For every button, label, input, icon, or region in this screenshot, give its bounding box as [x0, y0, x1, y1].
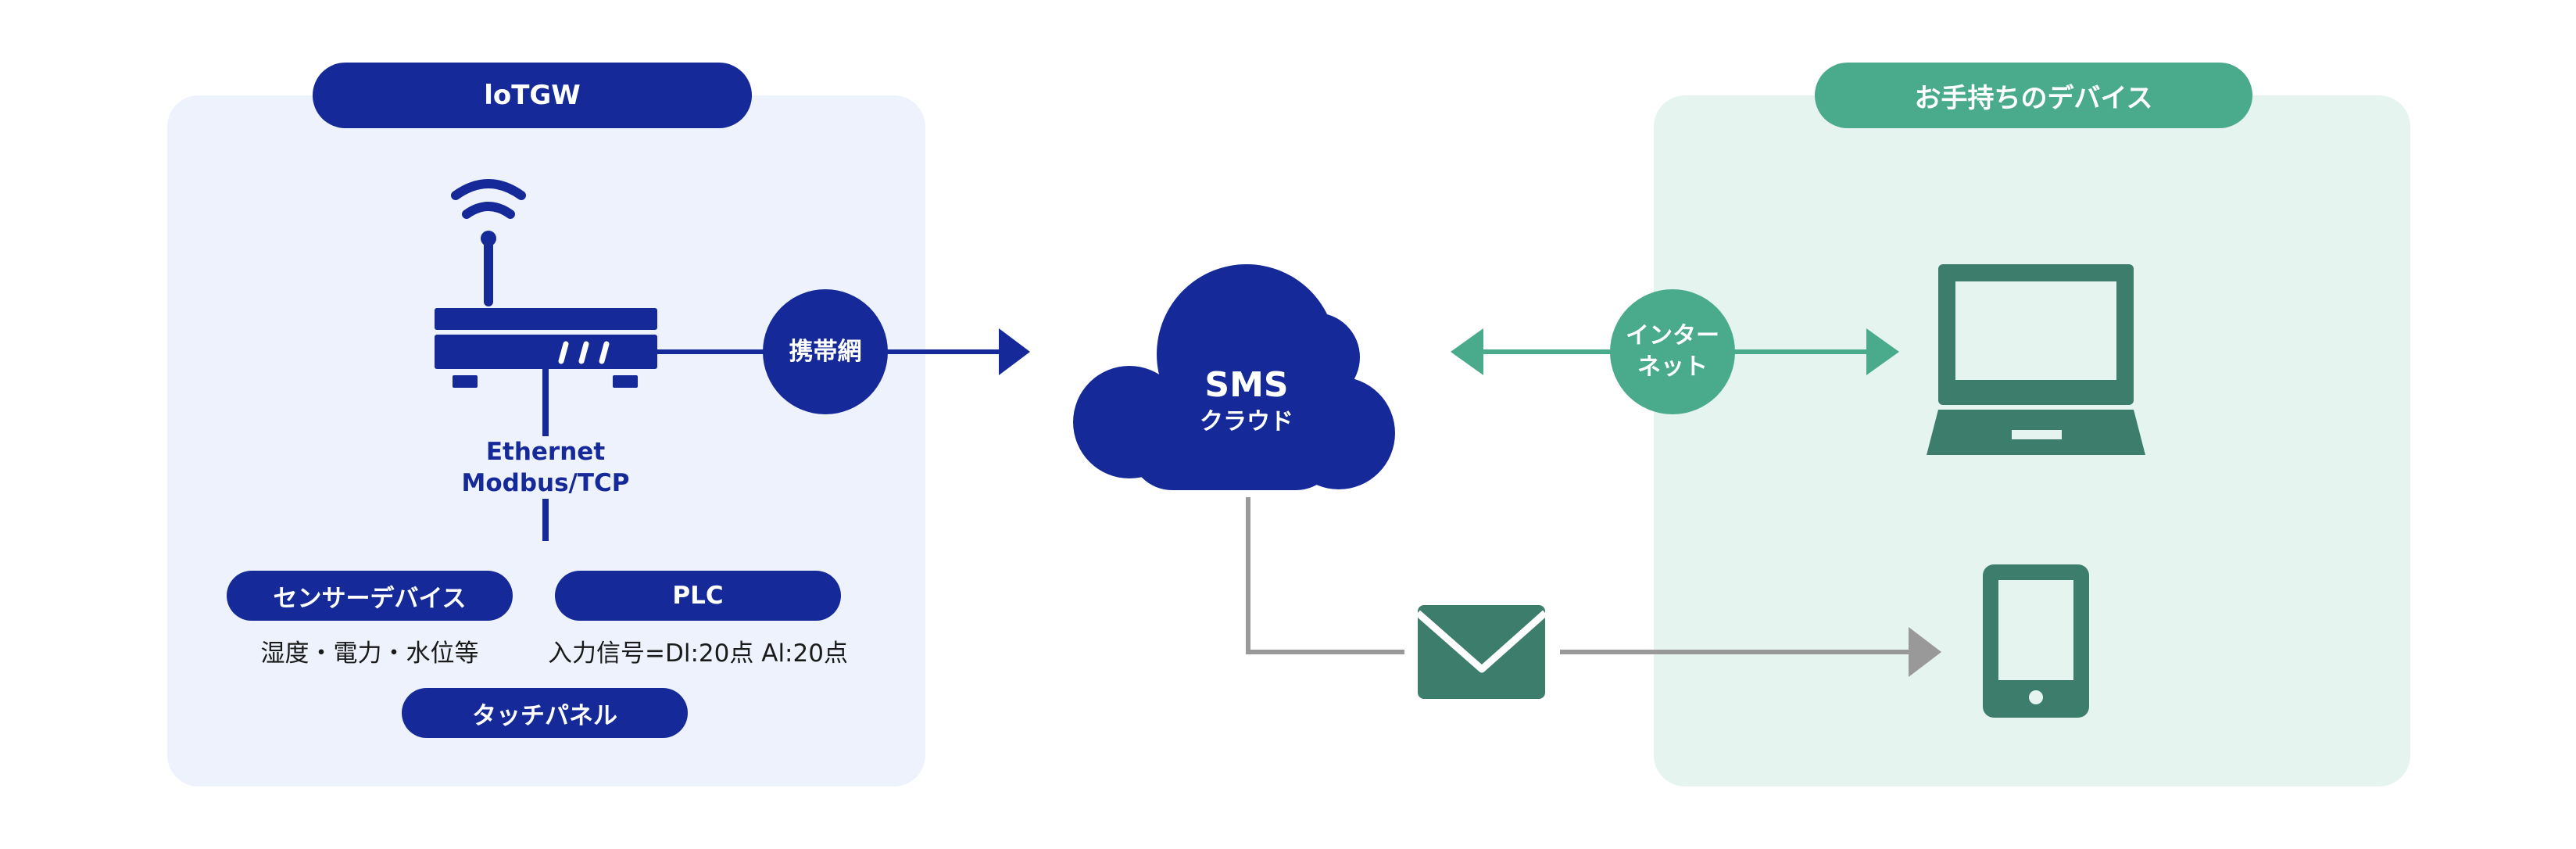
arrow-right-icon — [1866, 328, 1899, 375]
mail-icon — [1415, 605, 1547, 699]
iotgw-title: loTGW — [313, 63, 752, 128]
wifi-icon — [451, 179, 526, 306]
plc-caption: 入力信号=Dl:20点 Al:20点 — [548, 639, 848, 668]
mobile-network-label: 携帯網 — [789, 338, 862, 366]
laptop-icon — [1927, 264, 2145, 455]
devices-title: お手持ちのデバイス — [1815, 63, 2252, 128]
sms-line — [1246, 497, 1404, 654]
arrow-right-icon — [1909, 627, 1941, 677]
cloud-icon — [1073, 264, 1395, 490]
sensor-device-pill: センサーデバイス — [227, 571, 513, 621]
touch-panel-pill: タッチパネル — [402, 688, 688, 738]
cloud-subtitle: クラウド — [1200, 408, 1293, 435]
router-icon — [435, 308, 657, 388]
internet-circle — [1610, 289, 1735, 414]
cloud-title: SMS — [1204, 365, 1289, 405]
internet-label: インター ネット — [1626, 322, 1719, 381]
tablet-icon — [1983, 564, 2089, 718]
plc-pill: PLC — [555, 571, 841, 621]
arrow-left-icon — [1451, 328, 1483, 375]
mobile-network-circle — [763, 289, 888, 414]
sensor-caption: 湿度・電力・水位等 — [260, 639, 479, 668]
network-label: Ethernet Modbus/TCP — [452, 436, 639, 499]
arrow-right-icon — [999, 328, 1030, 375]
